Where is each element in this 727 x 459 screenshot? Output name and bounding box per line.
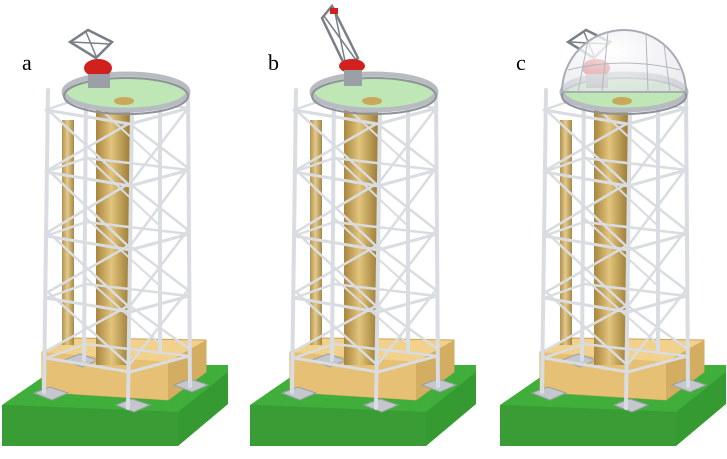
primary-mirror	[84, 59, 112, 77]
truss-frame	[42, 82, 192, 410]
telescope-mount	[344, 70, 362, 86]
panel-label-a: a	[22, 50, 32, 75]
panel-label-b: b	[268, 50, 279, 75]
column-top	[612, 97, 632, 105]
truss-frame	[290, 82, 440, 410]
panel-label-c: c	[516, 50, 526, 75]
platform-ring	[309, 71, 439, 113]
telescope	[67, 28, 115, 88]
tower-panel-a	[2, 28, 228, 446]
column-top	[114, 97, 134, 105]
column-top	[362, 97, 382, 105]
tower-panel-c	[500, 28, 726, 446]
tower-panel-b	[250, 3, 476, 446]
telescope	[320, 3, 365, 86]
dome	[560, 29, 688, 93]
telescope-mount	[88, 74, 110, 88]
primary-mirror	[339, 59, 365, 73]
truss-frame	[540, 82, 690, 410]
